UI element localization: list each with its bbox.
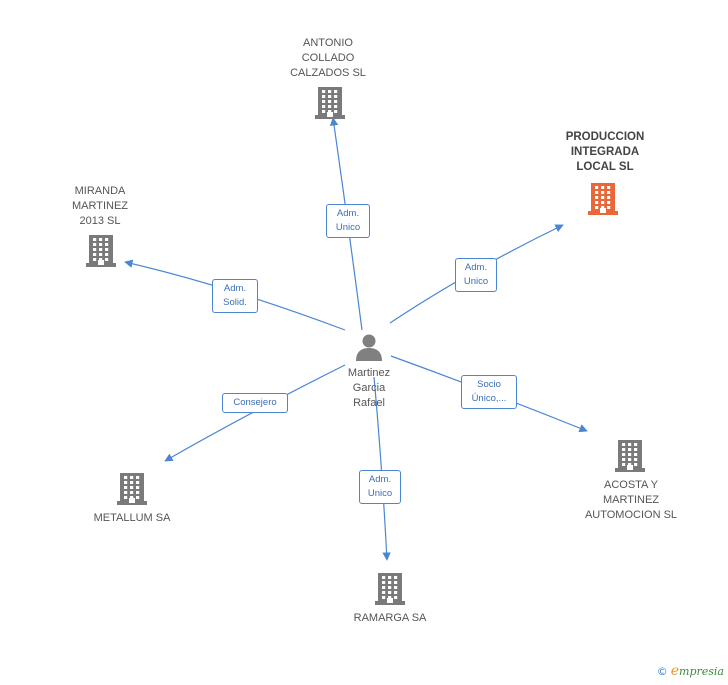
company-name-metallum[interactable]: METALLUM SA	[93, 512, 171, 524]
person-icon[interactable]	[354, 332, 384, 362]
copyright-symbol: ©	[656, 665, 668, 678]
brand-logo-initial: e	[670, 663, 680, 679]
building-icon[interactable]	[588, 181, 618, 220]
company-name-produccion[interactable]: PRODUCCION INTEGRADA LOCAL SL	[565, 131, 645, 173]
brand-footer: ©empresia	[657, 663, 724, 679]
building-icon[interactable]	[615, 438, 645, 477]
relation-label-ramarga[interactable]: Adm. Unico	[359, 470, 401, 504]
relation-label-metallum[interactable]: Consejero	[222, 393, 288, 413]
building-icon[interactable]	[117, 471, 147, 510]
company-name-ramarga[interactable]: RAMARGA SA	[353, 612, 427, 624]
building-icon[interactable]	[375, 571, 405, 610]
company-name-miranda[interactable]: MIRANDA MARTINEZ 2013 SL	[71, 185, 129, 227]
company-name-antonio[interactable]: ANTONIO COLLADO CALZADOS SL	[290, 37, 366, 79]
edge-to-ramarga	[373, 376, 391, 561]
brand-logo-text: mpresia	[679, 665, 724, 678]
relation-label-miranda[interactable]: Adm. Solid.	[212, 279, 258, 313]
relation-label-antonio[interactable]: Adm. Unico	[326, 204, 370, 238]
center-person-name[interactable]: Martinez Garcia Rafael	[347, 367, 391, 409]
relation-label-acosta[interactable]: Socio Único,...	[461, 375, 517, 409]
building-icon[interactable]	[86, 233, 116, 272]
edge-to-metallum	[164, 364, 346, 462]
building-icon[interactable]	[315, 85, 345, 124]
company-name-acosta[interactable]: ACOSTA Y MARTINEZ AUTOMOCION SL	[584, 479, 678, 521]
relation-label-produccion[interactable]: Adm. Unico	[455, 258, 497, 292]
